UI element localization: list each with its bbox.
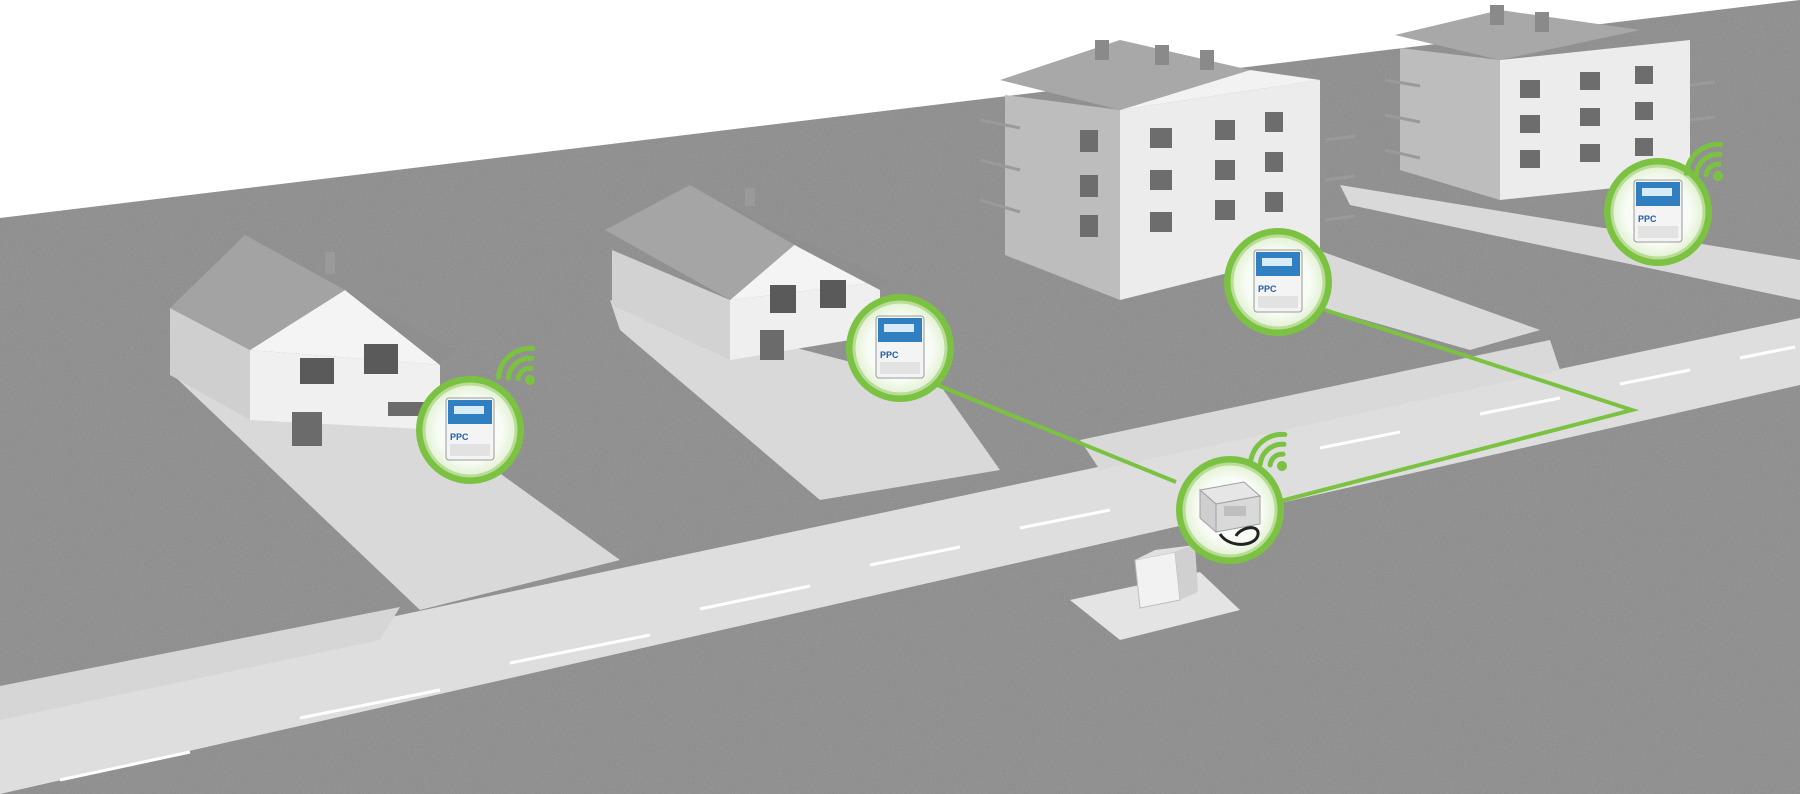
meter-node-apartment-1[interactable]: PPC xyxy=(1224,228,1332,336)
meter-brand-label: PPC xyxy=(1258,284,1277,294)
smart-meter-icon: PPC xyxy=(445,397,495,461)
link-house2-concentrator xyxy=(919,376,1177,484)
link-apartment1-concentrator xyxy=(1237,308,1640,514)
concentrator-node[interactable] xyxy=(1176,456,1284,564)
smart-meter-icon: PPC xyxy=(875,315,925,379)
wifi-signal-icon xyxy=(1683,141,1724,181)
wifi-signal-icon xyxy=(1247,431,1288,471)
data-concentrator-icon xyxy=(1198,481,1262,546)
meter-node-house-1[interactable]: PPC xyxy=(416,376,524,484)
wifi-signal-icon xyxy=(495,345,536,385)
meter-node-apartment-2[interactable]: PPC xyxy=(1604,158,1712,266)
sidewalk-apartment-2 xyxy=(1340,185,1800,300)
meter-brand-label: PPC xyxy=(1638,214,1657,224)
house-2 xyxy=(605,185,890,360)
driveway-house-2 xyxy=(610,300,1000,500)
apartment-building-2 xyxy=(1384,5,1716,200)
meter-brand-label: PPC xyxy=(880,350,899,360)
main-road xyxy=(0,318,1800,794)
house-1 xyxy=(170,235,455,446)
meter-brand-label: PPC xyxy=(450,432,469,442)
concentrator-cabinet xyxy=(1134,545,1198,609)
smart-meter-icon: PPC xyxy=(1253,249,1303,313)
sidewalk-apartments xyxy=(1080,340,1560,470)
meter-node-house-2[interactable]: PPC xyxy=(846,294,954,402)
main-road-left-edge xyxy=(0,607,400,720)
driveway-house-1 xyxy=(170,372,620,610)
road-markings xyxy=(59,345,1796,782)
smart-meter-icon: PPC xyxy=(1633,179,1683,243)
network-links xyxy=(919,308,1640,514)
